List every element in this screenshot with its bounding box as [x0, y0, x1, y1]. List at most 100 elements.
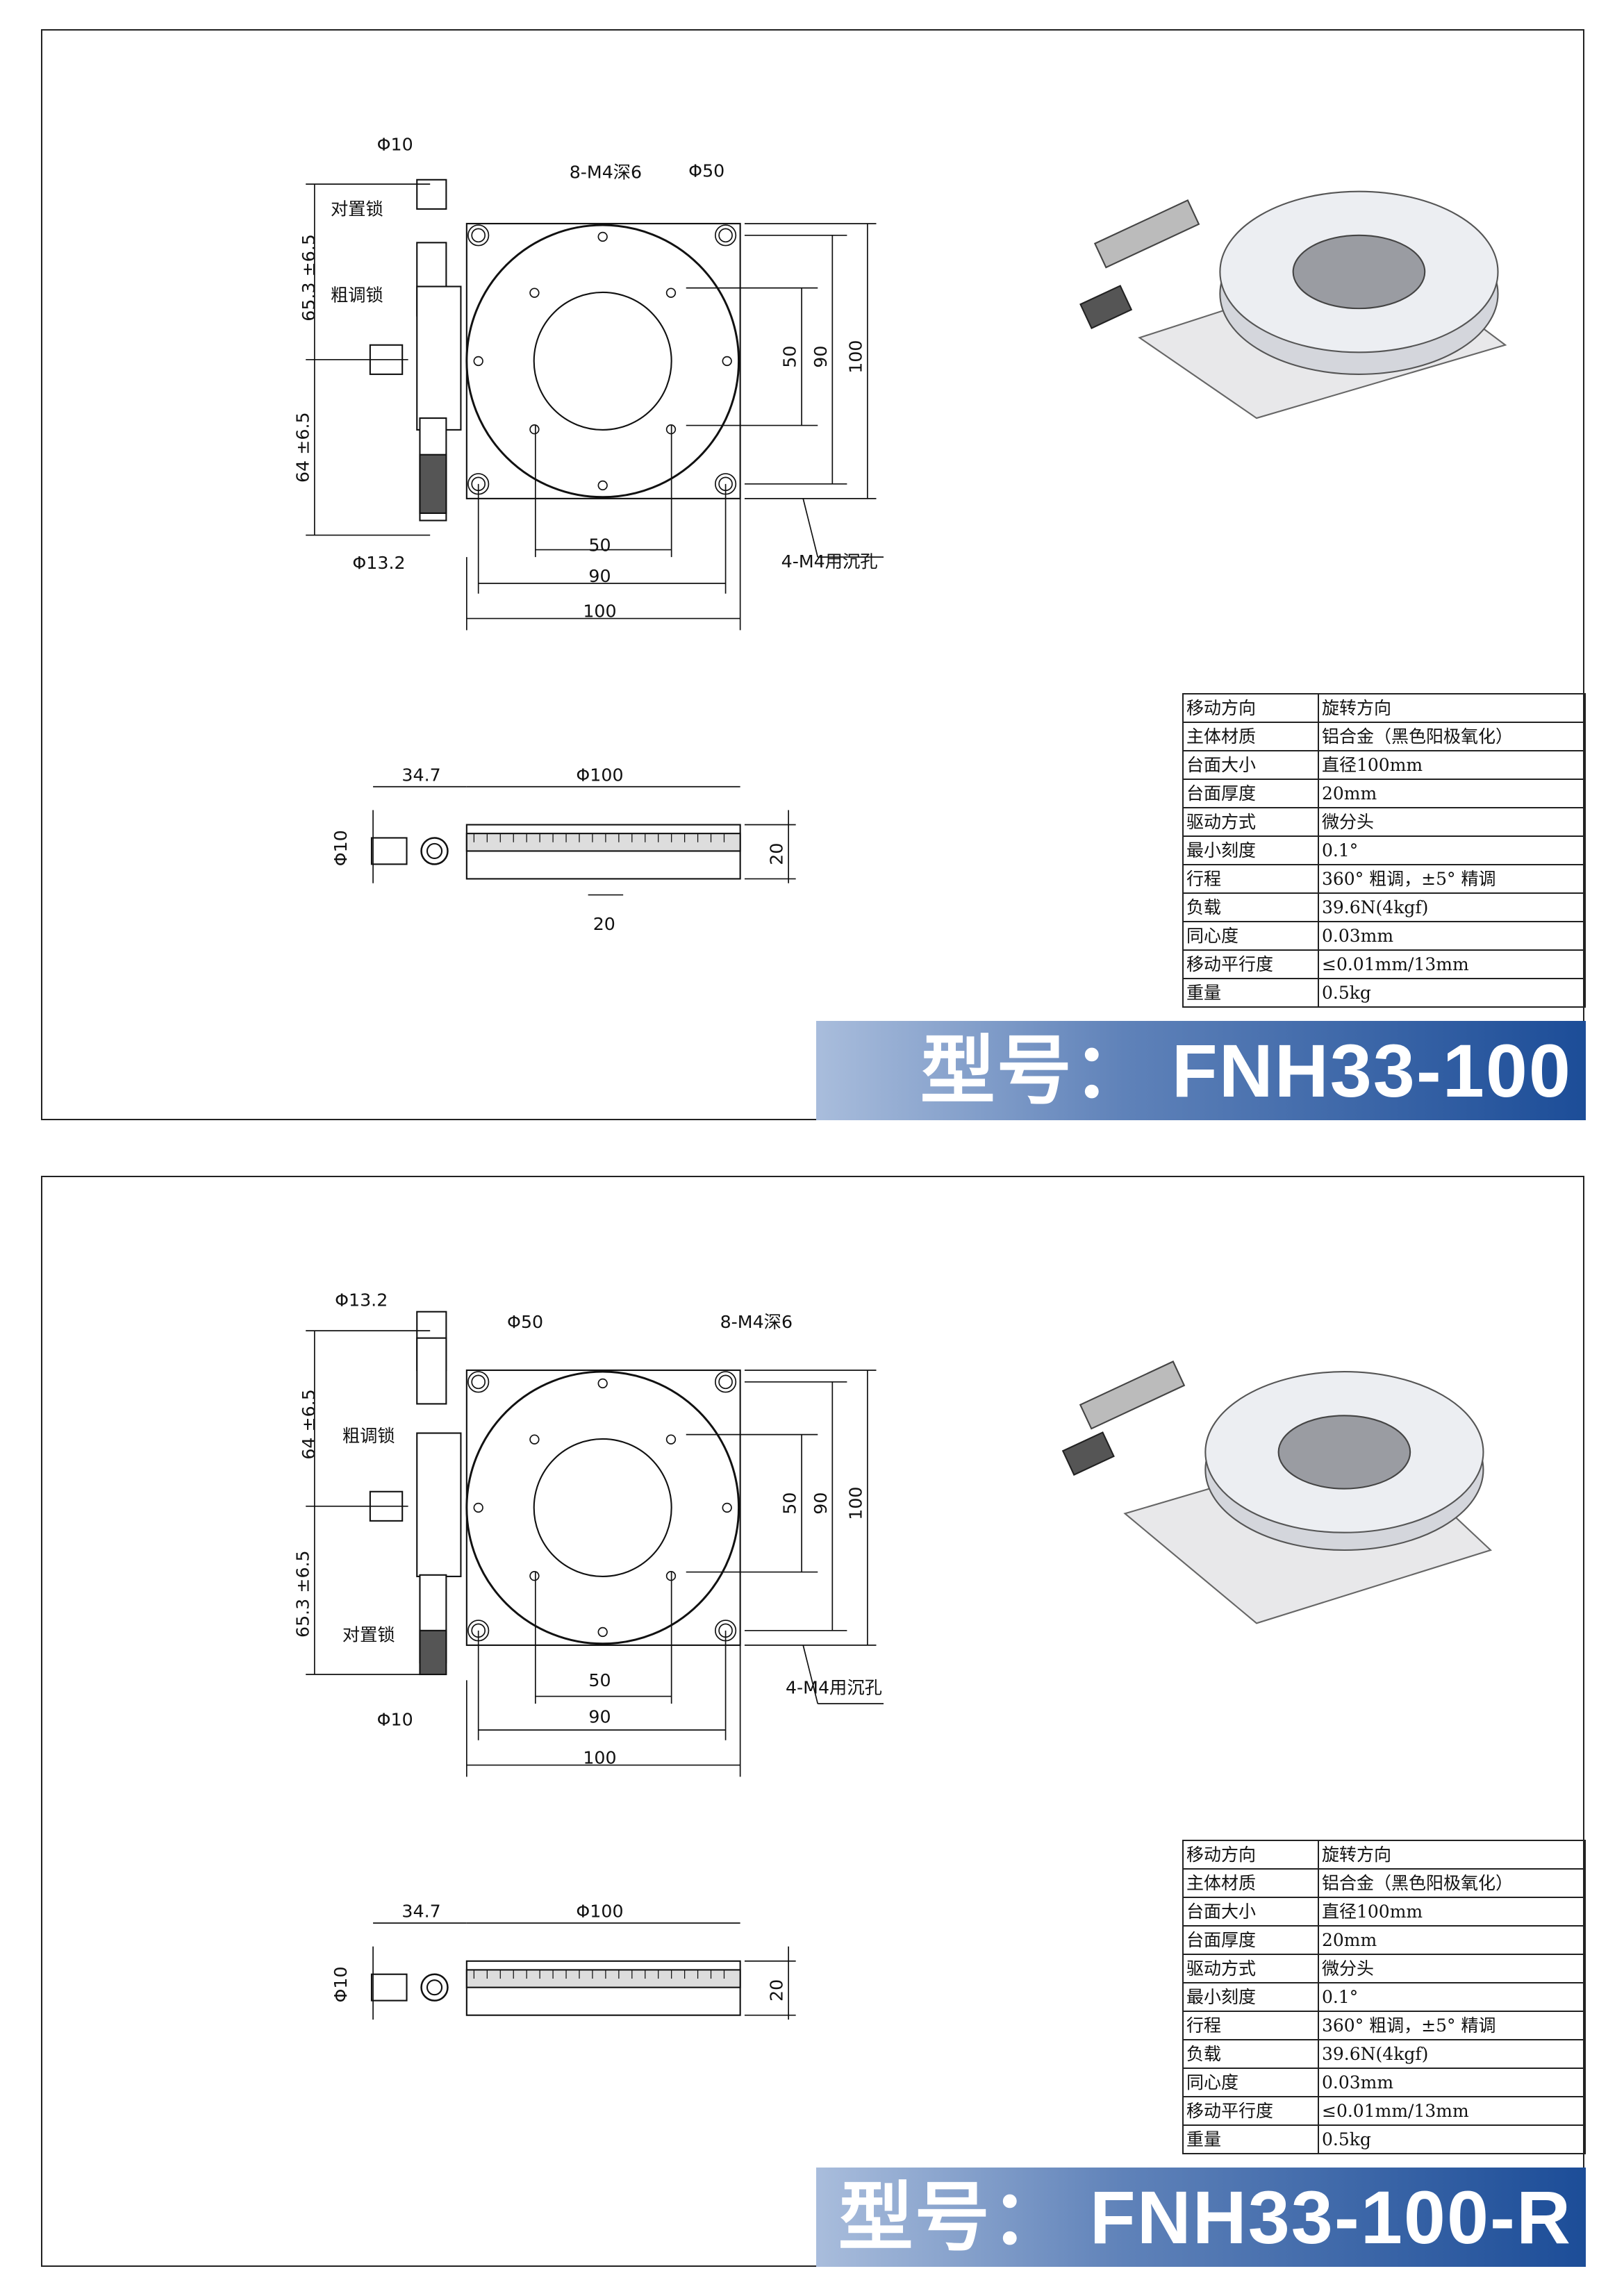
product-3d-render [1061, 1361, 1493, 1624]
side-h20-label: 20 [767, 1979, 787, 2002]
spec-row: 移动平行度≤0.01mm/13mm [1182, 949, 1586, 979]
spec-value: 直径100mm [1318, 750, 1586, 780]
spec-label: 台面厚度 [1182, 1925, 1319, 1955]
dim100-vertical-label: 100 [845, 340, 865, 373]
spec-label: 主体材质 [1182, 1868, 1319, 1898]
dim100-label: 100 [583, 1747, 616, 1767]
spec-value: 39.6N(4kgf) [1318, 2039, 1586, 2069]
spec-value: 铝合金（黑色阳极氧化） [1318, 722, 1586, 751]
dim90-label: 90 [588, 566, 611, 586]
spec-row: 移动平行度≤0.01mm/13mm [1182, 2096, 1586, 2126]
phi10-label: Φ10 [377, 1710, 413, 1730]
lock-coarse-label: 粗调锁 [331, 285, 383, 306]
spec-value: 微分头 [1318, 1954, 1586, 1983]
spec-value: 0.03mm [1318, 921, 1586, 951]
spec-label: 同心度 [1182, 921, 1319, 951]
phi50-label: Φ50 [507, 1312, 543, 1332]
spec-value: 0.03mm [1318, 2068, 1586, 2097]
spec-label: 驱动方式 [1182, 807, 1319, 837]
model-banner: 型号： FNH33-100-R [816, 2168, 1586, 2267]
dim50-label: 50 [588, 1670, 611, 1690]
spec-row: 驱动方式微分头 [1182, 1954, 1586, 1983]
holes-8-label: 8-M4深6 [720, 1312, 793, 1332]
side-w20-label: 20 [593, 914, 615, 934]
spec-label: 台面大小 [1182, 1897, 1319, 1927]
spec-label: 驱动方式 [1182, 1954, 1319, 1983]
dim100-label: 100 [583, 601, 616, 621]
spec-value: 360° 粗调，±5° 精调 [1318, 864, 1586, 894]
technical-drawing: Φ10 Φ13.2 对置锁 粗调锁 64 ±6.5 65.3 ±6.5 8-M4深6 Φ50 4… [292, 1290, 1493, 2020]
spec-label: 最小刻度 [1182, 1982, 1319, 2012]
side-h20-label: 20 [767, 843, 787, 865]
spec-value: 39.6N(4kgf) [1318, 892, 1586, 922]
spec-row: 移动方向旋转方向 [1182, 1840, 1586, 1870]
spec-label: 负载 [1182, 2039, 1319, 2069]
spec-row: 主体材质铝合金（黑色阳极氧化） [1182, 1868, 1586, 1898]
spec-row: 台面大小直径100mm [1182, 750, 1586, 780]
spec-label: 同心度 [1182, 2068, 1319, 2097]
product-3d-render [1079, 190, 1507, 419]
dim-upper-label: 64 ±6.5 [299, 1389, 319, 1460]
dim-upper-label: 65.3 ±6.5 [299, 234, 319, 322]
dim50-label: 50 [588, 535, 611, 556]
spec-value: 铝合金（黑色阳极氧化） [1318, 1868, 1586, 1898]
spec-value: 直径100mm [1318, 1897, 1586, 1927]
dim50-vertical-label: 50 [780, 1492, 800, 1515]
spec-label: 负载 [1182, 892, 1319, 922]
spec-label: 移动方向 [1182, 1840, 1319, 1870]
spec-label: 行程 [1182, 2011, 1319, 2040]
spec-label: 最小刻度 [1182, 835, 1319, 865]
spec-label: 重量 [1182, 978, 1319, 1008]
spec-value: 0.1° [1318, 835, 1586, 865]
dim90-vertical-label: 90 [811, 1492, 831, 1515]
spec-label: 移动方向 [1182, 693, 1319, 723]
side-phi10-label: Φ10 [331, 830, 351, 866]
spec-label: 台面大小 [1182, 750, 1319, 780]
side-phi10-label: Φ10 [331, 1966, 351, 2002]
lock-coarse-label: 粗调锁 [342, 1426, 395, 1446]
spec-label: 主体材质 [1182, 722, 1319, 751]
spec-value: 0.5kg [1318, 978, 1586, 1008]
dim90-vertical-label: 90 [811, 346, 831, 368]
spec-value: 0.1° [1318, 1982, 1586, 2012]
holes-4-label: 4-M4用沉孔 [786, 1677, 882, 1697]
phi13-2-label: Φ13.2 [335, 1290, 388, 1310]
model-banner: 型号： FNH33-100 [816, 1021, 1586, 1120]
holes-4-label: 4-M4用沉孔 [781, 551, 878, 572]
spec-value: 360° 粗调，±5° 精调 [1318, 2011, 1586, 2040]
spec-label: 行程 [1182, 864, 1319, 894]
spec-value: 旋转方向 [1318, 693, 1586, 723]
lock-opposite-label: 对置锁 [331, 199, 383, 219]
side-phi100-label: Φ100 [576, 765, 623, 785]
side-34-7-label: 34.7 [401, 1902, 440, 1922]
spec-value: ≤0.01mm/13mm [1318, 2096, 1586, 2126]
lock-opposite-label: 对置锁 [342, 1625, 395, 1645]
phi50-label: Φ50 [688, 161, 724, 181]
side-phi100-label: Φ100 [576, 1902, 623, 1922]
spec-label: 重量 [1182, 2124, 1319, 2154]
spec-value: 微分头 [1318, 807, 1586, 837]
dim-lower-label: 64 ±6.5 [292, 412, 313, 483]
dim-lower-label: 65.3 ±6.5 [292, 1550, 313, 1638]
spec-row: 移动方向旋转方向 [1182, 693, 1586, 723]
spec-label: 移动平行度 [1182, 2096, 1319, 2126]
side-34-7-label: 34.7 [401, 765, 440, 785]
dim90-label: 90 [588, 1707, 611, 1727]
phi13-2-label: Φ13.2 [352, 553, 405, 573]
phi10-label: Φ10 [377, 135, 413, 155]
